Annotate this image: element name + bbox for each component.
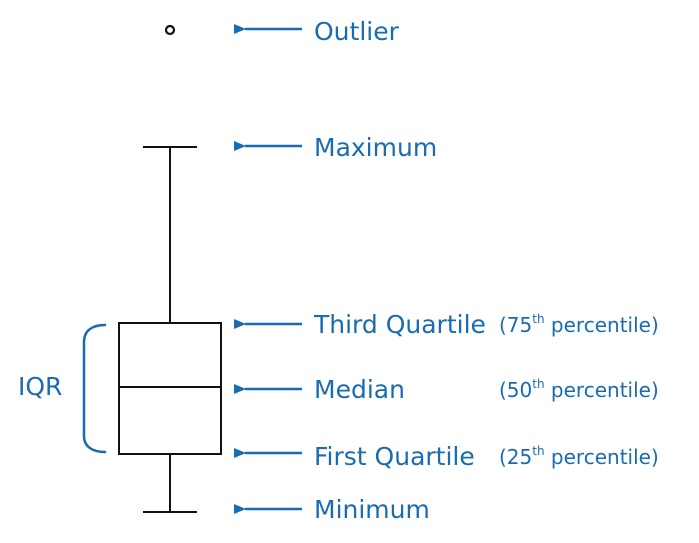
median-rest: percentile) [544, 378, 659, 402]
median-open: (50 [499, 378, 533, 402]
note-q1-percentile: (25th percentile) [499, 444, 659, 469]
label-first-quartile: First Quartile [314, 442, 475, 471]
label-maximum: Maximum [314, 133, 438, 162]
note-q3-percentile: (75th percentile) [499, 312, 659, 337]
iqr-bracket [82, 323, 107, 454]
q3-rest: percentile) [544, 313, 659, 337]
note-median-percentile: (50th percentile) [499, 377, 659, 402]
q3-sup: th [532, 312, 545, 326]
iqr-box [118, 322, 222, 455]
q1-sup: th [532, 444, 545, 458]
label-median: Median [314, 375, 405, 404]
q1-open: (25 [499, 445, 533, 469]
label-third-quartile: Third Quartile [314, 310, 486, 339]
q1-rest: percentile) [544, 445, 659, 469]
label-iqr: IQR [18, 372, 63, 401]
outlier-point [164, 24, 176, 36]
median-sup: th [532, 377, 545, 391]
q3-open: (75 [499, 313, 533, 337]
label-minimum: Minimum [314, 495, 430, 524]
label-outlier: Outlier [314, 17, 399, 46]
